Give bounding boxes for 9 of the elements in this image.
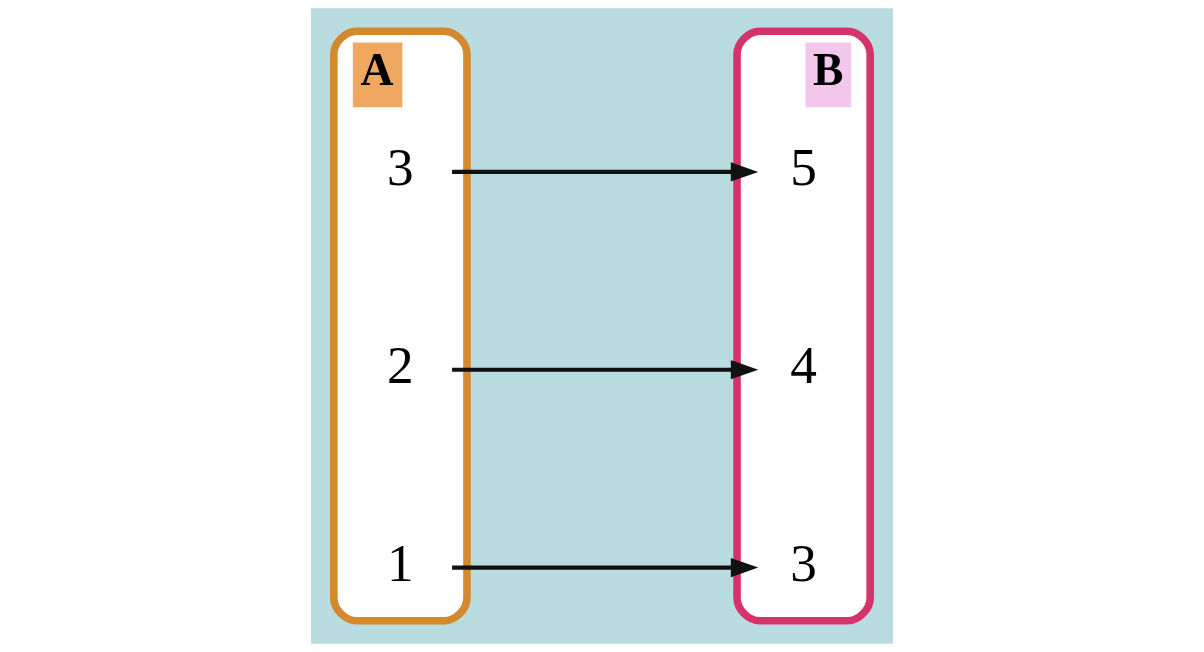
node-text: 3 [790, 533, 817, 593]
arrow [452, 557, 759, 578]
node-text: 4 [790, 335, 817, 395]
arrow [452, 360, 759, 380]
node-text: 5 [790, 138, 817, 198]
node-text: 3 [387, 138, 414, 198]
node-text: 2 [387, 335, 414, 395]
node-text: 1 [387, 533, 414, 593]
arrow [452, 162, 759, 182]
